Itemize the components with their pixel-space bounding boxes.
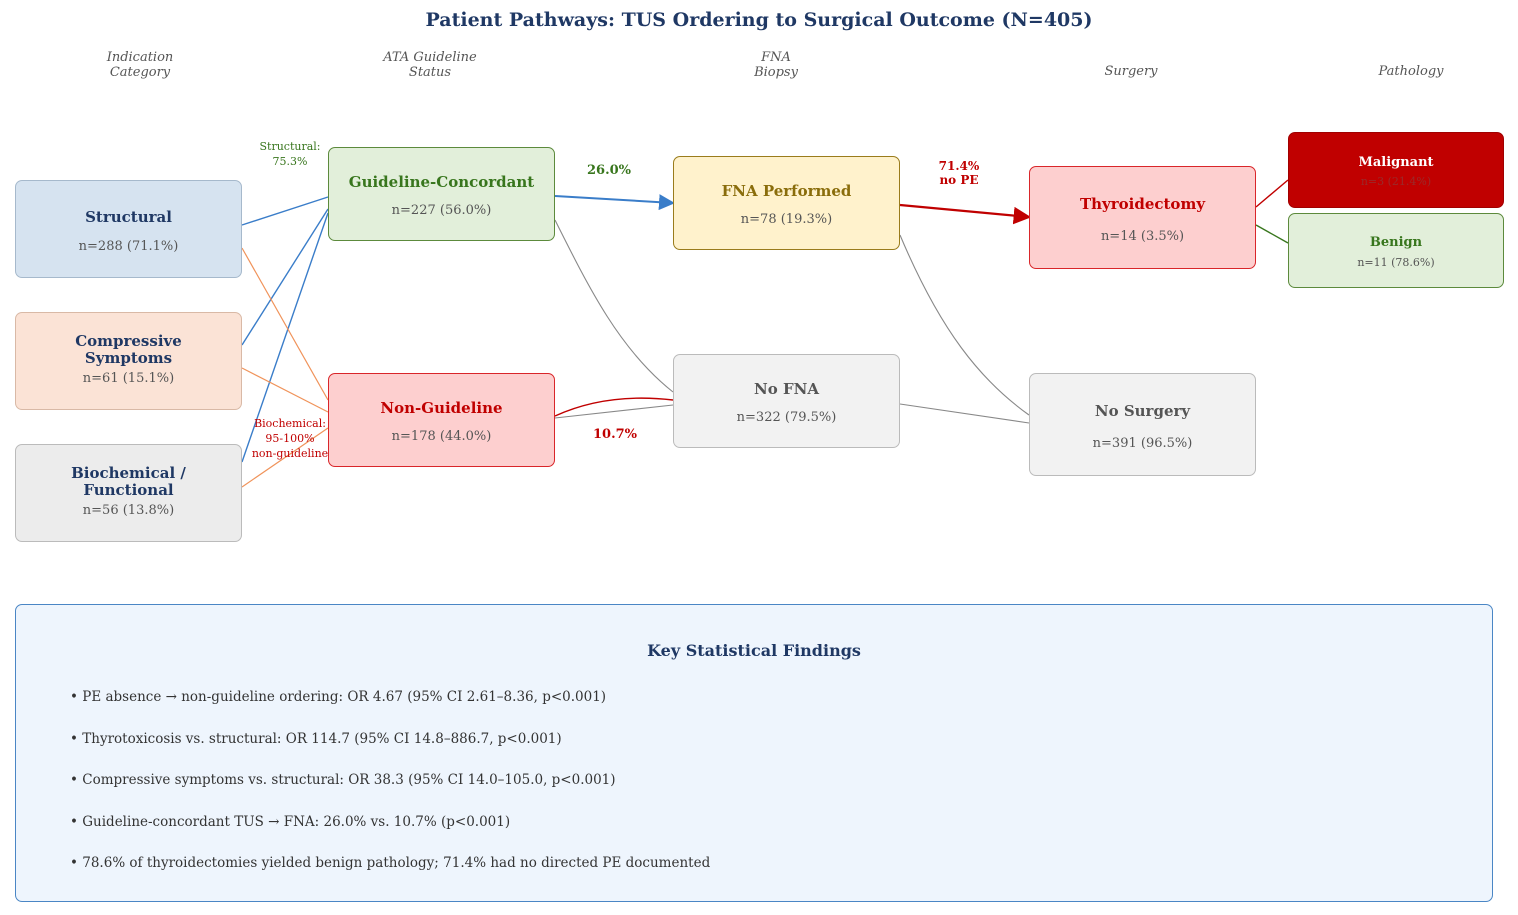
node-malignant-title: Malignant bbox=[1358, 155, 1434, 170]
node-fna-title: FNA Performed bbox=[721, 182, 852, 200]
link-biochemical-concordant bbox=[241, 212, 329, 463]
node-nosurgery-count: n=391 (96.5%) bbox=[1092, 436, 1193, 451]
node-nonguideline-title: Non-Guideline bbox=[380, 399, 503, 417]
annotation-biochemical-pct: Biochemical: 95-100% non-guideline bbox=[251, 417, 329, 460]
diagram-title: Patient Pathways: TUS Ordering to Surgic… bbox=[425, 9, 1093, 31]
column-header-surgery: Surgery bbox=[1104, 64, 1158, 79]
key-findings-panel: Key Statistical Findings • PE absence → … bbox=[15, 604, 1493, 902]
finding-item: • Guideline-concordant TUS → FNA: 26.0% … bbox=[70, 814, 511, 830]
node-thyroidectomy: Thyroidectomy n=14 (3.5%) bbox=[1029, 166, 1256, 269]
node-nofna-count: n=322 (79.5%) bbox=[736, 410, 837, 425]
link-compressive-concordant bbox=[241, 208, 329, 346]
link-concordant-fna bbox=[554, 194, 675, 211]
node-malignant: Malignant n=3 (21.4%) bbox=[1288, 132, 1504, 208]
column-header-indication: Indication Category bbox=[106, 50, 174, 80]
annotation-structural-pct: Structural: 75.3% bbox=[259, 140, 321, 168]
annotation-no-pe: 71.4% no PE bbox=[938, 159, 980, 187]
finding-item: • 78.6% of thyroidectomies yielded benig… bbox=[70, 855, 711, 871]
node-guideline-concordant: Guideline-Concordant n=227 (56.0%) bbox=[328, 147, 555, 241]
finding-item: • Thyrotoxicosis vs. structural: OR 114.… bbox=[70, 731, 562, 747]
node-compressive-title: Compressive Symptoms bbox=[75, 332, 182, 367]
node-structural-count: n=288 (71.1%) bbox=[78, 239, 179, 254]
link-fna-nosurgery bbox=[899, 234, 1030, 416]
node-no-surgery: No Surgery n=391 (96.5%) bbox=[1029, 373, 1256, 476]
findings-title: Key Statistical Findings bbox=[647, 641, 861, 660]
link-concordant-nofna bbox=[554, 219, 674, 393]
node-thyroidectomy-count: n=14 (3.5%) bbox=[1100, 229, 1185, 244]
node-benign-title: Benign bbox=[1369, 235, 1423, 250]
link-nonguideline-fna bbox=[554, 397, 674, 417]
node-nofna-title: No FNA bbox=[754, 380, 819, 398]
link-structural-nonguideline bbox=[241, 247, 329, 401]
finding-item: • PE absence → non-guideline ordering: O… bbox=[70, 689, 607, 705]
node-structural: Structural n=288 (71.1%) bbox=[15, 180, 242, 278]
link-fna-thyroidectomy bbox=[899, 203, 1032, 225]
node-biochemical-count: n=56 (13.8%) bbox=[82, 503, 175, 518]
node-benign-count: n=11 (78.6%) bbox=[1357, 256, 1435, 269]
node-non-guideline: Non-Guideline n=178 (44.0%) bbox=[328, 373, 555, 467]
node-compressive-count: n=61 (15.1%) bbox=[82, 371, 175, 386]
node-concordant-title: Guideline-Concordant bbox=[348, 173, 535, 191]
column-header-fna: FNA Biopsy bbox=[754, 50, 798, 80]
finding-item: • Compressive symptoms vs. structural: O… bbox=[70, 772, 616, 788]
link-thyroidectomy-malignant bbox=[1255, 179, 1289, 208]
node-biochemical-title: Biochemical / Functional bbox=[71, 464, 186, 499]
node-fna-count: n=78 (19.3%) bbox=[740, 212, 833, 227]
link-structural-concordant bbox=[241, 196, 329, 226]
link-nonguideline-nofna bbox=[554, 404, 674, 419]
annotation-concordant-fna-rate: 26.0% bbox=[587, 163, 632, 178]
annotation-nonguideline-fna-rate: 10.7% bbox=[593, 427, 638, 442]
node-no-fna: No FNA n=322 (79.5%) bbox=[673, 354, 900, 448]
node-fna-performed: FNA Performed n=78 (19.3%) bbox=[673, 156, 900, 250]
node-malignant-count: n=3 (21.4%) bbox=[1360, 175, 1432, 188]
node-biochemical: Biochemical / Functional n=56 (13.8%) bbox=[15, 444, 242, 542]
node-nosurgery-title: No Surgery bbox=[1094, 402, 1191, 420]
node-thyroidectomy-title: Thyroidectomy bbox=[1079, 195, 1206, 213]
column-header-pathology: Pathology bbox=[1378, 64, 1444, 79]
node-structural-title: Structural bbox=[85, 208, 172, 226]
link-nofna-nosurgery bbox=[899, 403, 1030, 424]
column-header-ata: ATA Guideline Status bbox=[383, 50, 477, 80]
link-biochemical-nonguideline bbox=[241, 427, 329, 488]
node-benign: Benign n=11 (78.6%) bbox=[1288, 213, 1504, 288]
node-compressive: Compressive Symptoms n=61 (15.1%) bbox=[15, 312, 242, 410]
node-concordant-count: n=227 (56.0%) bbox=[391, 203, 492, 218]
link-compressive-nonguideline bbox=[241, 367, 329, 413]
link-thyroidectomy-benign bbox=[1255, 224, 1289, 244]
node-nonguideline-count: n=178 (44.0%) bbox=[391, 429, 492, 444]
